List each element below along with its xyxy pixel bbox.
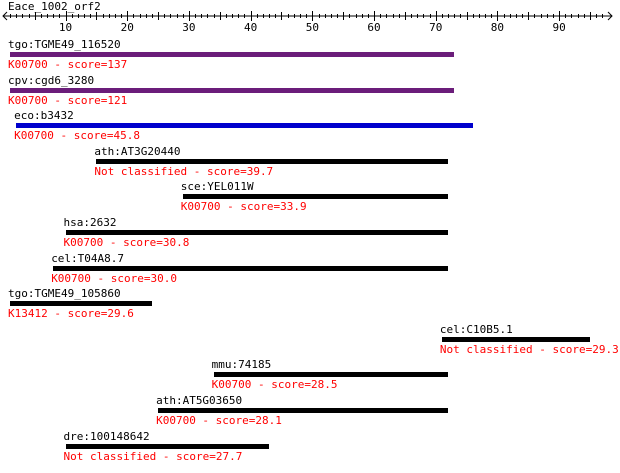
- ruler-tick-label: 40: [244, 21, 257, 34]
- hit-score-link[interactable]: K00700 - score=28.1: [156, 414, 282, 427]
- hit-score-link[interactable]: Not classified - score=39.7: [94, 164, 274, 178]
- ruler-tick-label: 60: [367, 21, 380, 34]
- hit-alignment-bar[interactable]: [158, 408, 449, 413]
- hit-name-link[interactable]: tgo:TGME49_105860: [8, 287, 121, 301]
- hit-alignment-bar[interactable]: [441, 336, 590, 342]
- hit-score-link[interactable]: K00700 - score=121: [8, 93, 128, 107]
- hit-alignment-bar[interactable]: [10, 52, 455, 57]
- hit-score-link[interactable]: K13412 - score=29.6: [8, 307, 134, 321]
- ruler-tick-label: 30: [182, 21, 195, 34]
- ruler-tick-label: 50: [306, 21, 319, 34]
- hit-name-link[interactable]: hsa:2632: [63, 216, 117, 229]
- ruler-tick-label: 70: [429, 21, 442, 34]
- hit-name-link[interactable]: sce:YEL011W: [180, 180, 254, 194]
- ruler-left-arrow: [2, 11, 8, 21]
- ruler-tick-label: 80: [491, 21, 504, 34]
- hit-score-link[interactable]: Not classified - score=29.3: [439, 342, 619, 356]
- hit-score-link[interactable]: K00700 - score=45.8: [14, 129, 140, 143]
- hit-alignment-bar[interactable]: [65, 230, 449, 235]
- hit-name-link[interactable]: cel:T04A8.7: [51, 251, 125, 265]
- position-ruler: 10 20 30 40 50 60 70 80 90: [2, 11, 613, 34]
- hit-alignment-bar[interactable]: [182, 194, 449, 200]
- hit-alignment-bar[interactable]: [65, 443, 270, 449]
- hit-alignment-bar[interactable]: [53, 265, 449, 271]
- ruler-right-arrow: [607, 11, 613, 21]
- hit-name-link[interactable]: dre:100148642: [63, 429, 150, 443]
- hit-score-link[interactable]: K00700 - score=28.5: [211, 378, 338, 392]
- hit-name-link[interactable]: cel:C10B5.1: [439, 322, 513, 336]
- hit-score-link[interactable]: Not classified - score=27.7: [63, 449, 243, 463]
- hit-score-link[interactable]: K00700 - score=30.8: [63, 236, 190, 249]
- ruler-tick-label: 20: [121, 21, 134, 34]
- hit-name-link[interactable]: cpv:cgd6_3280: [8, 73, 95, 87]
- hit-name-link[interactable]: mmu:74185: [211, 358, 272, 372]
- hit-name-link[interactable]: ath:AT3G20440: [94, 144, 181, 158]
- hit-name-link[interactable]: ath:AT5G03650: [156, 394, 243, 407]
- hit-alignment-bar[interactable]: [10, 301, 152, 307]
- ruler-tick-label: 10: [59, 21, 72, 34]
- hit-score-link[interactable]: K00700 - score=33.9: [180, 200, 307, 214]
- hit-alignment-bar[interactable]: [213, 372, 449, 378]
- hit-name-link[interactable]: eco:b3432: [14, 109, 74, 123]
- hit-name-link[interactable]: tgo:TGME49_116520: [8, 38, 121, 51]
- hit-alignment-bar[interactable]: [10, 87, 455, 93]
- query-name: Eace_1002_orf2: [8, 0, 101, 13]
- hit-alignment-bar[interactable]: [96, 158, 449, 164]
- hit-score-link[interactable]: K00700 - score=137: [8, 58, 128, 71]
- ruler-tick-label: 90: [553, 21, 566, 34]
- hit-score-link[interactable]: K00700 - score=30.0: [51, 271, 178, 285]
- hit-alignment-bar[interactable]: [16, 123, 473, 129]
